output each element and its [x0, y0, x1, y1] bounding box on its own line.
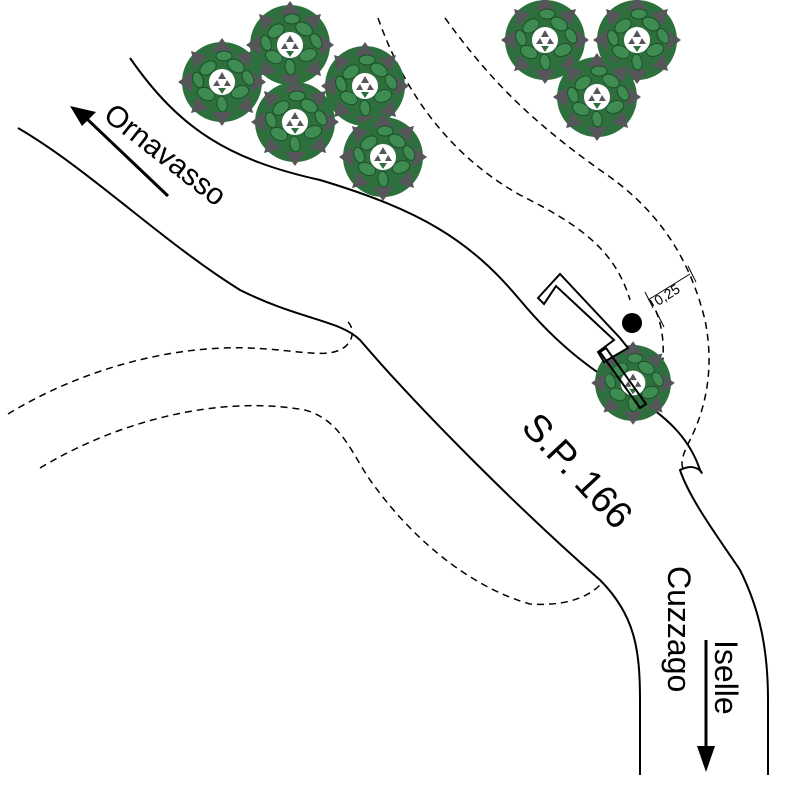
tree-canopy-icon: [250, 77, 340, 167]
verge-left-lower: [39, 404, 601, 606]
tree-canopy-icon: [552, 52, 642, 142]
label-iselle: Iselle: [708, 640, 744, 715]
direction-arrow-ornavasso: [70, 106, 170, 198]
tree-group-north: [177, 0, 428, 202]
dimension-marker: 0,25: [644, 265, 697, 328]
direction-arrow-icon: [70, 106, 96, 126]
verge-right-outer: [444, 17, 710, 471]
tree-group-northeast: [500, 0, 682, 142]
direction-arrow-icon: [697, 746, 715, 772]
tree-canopy-icon: [338, 112, 428, 202]
dimension-label: 0,25: [651, 280, 683, 308]
verge-right-inner: [377, 17, 631, 301]
tree-canopy-icon: [245, 0, 335, 90]
label-cuzzago: Cuzzago: [661, 566, 697, 692]
billboard-sign-icon: [536, 272, 648, 410]
verge-left-side-road: [7, 321, 353, 415]
direction-arrow-south: [697, 640, 715, 772]
position-dot-icon: [622, 313, 642, 333]
road-edge-lower: [17, 127, 641, 775]
